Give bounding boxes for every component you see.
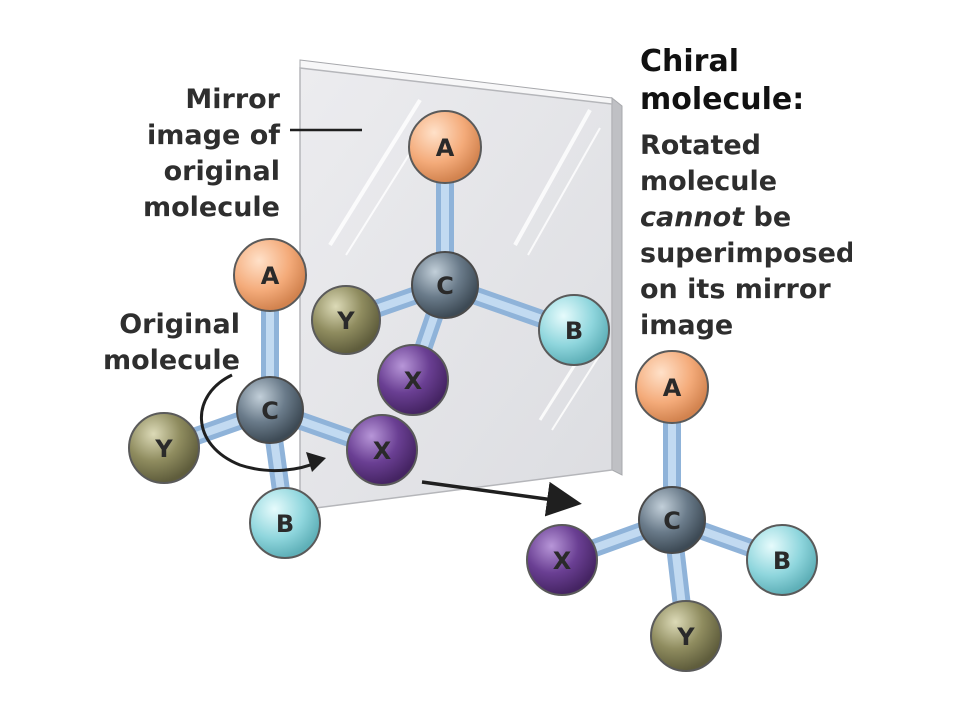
- original-atom-center: C: [236, 376, 304, 444]
- chiral-desc-line: molecule: [640, 166, 778, 197]
- mirror-atom-top: A: [408, 110, 482, 184]
- original-atom-left: Y: [128, 412, 200, 484]
- svg-text:X: X: [373, 437, 392, 465]
- chiral-desc-emphasis: cannot: [640, 202, 745, 233]
- chiral-desc-line: Rotated: [640, 130, 762, 161]
- svg-text:Y: Y: [154, 435, 173, 463]
- mirror-label-line: molecule: [142, 192, 280, 223]
- original-molecule-label: Original molecule: [100, 307, 240, 379]
- original-label-line: Original: [119, 309, 240, 340]
- svg-text:C: C: [663, 507, 681, 535]
- original-molecule: A Y X B C: [128, 238, 418, 559]
- chiral-desc-line: image: [640, 310, 734, 341]
- svg-text:Y: Y: [676, 623, 695, 651]
- original-atom-bottom: B: [249, 487, 321, 559]
- svg-text:X: X: [553, 547, 572, 575]
- svg-text:B: B: [565, 317, 583, 345]
- original-label-line: molecule: [102, 345, 240, 376]
- mirror-label-line: Mirror: [185, 84, 280, 115]
- chiral-title: Chiral molecule:: [640, 43, 804, 119]
- transform-arrow: [421, 480, 582, 517]
- rotated-atom-left: X: [526, 524, 598, 596]
- rotated-atom-top: A: [635, 350, 709, 424]
- mirror-label-line: original: [163, 156, 280, 187]
- svg-text:C: C: [436, 272, 454, 300]
- rotated-atom-right: B: [746, 524, 818, 596]
- mirror-molecule: A Y B X C: [311, 110, 610, 416]
- chiral-desc-line: superimposed: [640, 238, 852, 269]
- svg-text:C: C: [261, 397, 279, 425]
- original-atom-top: A: [233, 238, 307, 312]
- chiral-desc-line: cannot be: [640, 200, 852, 236]
- mirror-atom-left: Y: [311, 285, 381, 355]
- mirror-atom-bottom: X: [377, 344, 449, 416]
- mirror-label-line: image of: [147, 120, 280, 151]
- mirror-atom-center: C: [411, 251, 479, 319]
- svg-text:Y: Y: [336, 307, 355, 335]
- rotated-atom-bottom: Y: [650, 600, 722, 672]
- chiral-desc-line: on its mirror: [640, 274, 831, 305]
- svg-text:A: A: [436, 134, 455, 162]
- svg-text:A: A: [663, 374, 682, 402]
- chiral-desc-rest: be: [744, 202, 792, 233]
- rotated-atom-center: C: [638, 486, 706, 554]
- svg-text:X: X: [404, 367, 423, 395]
- chiral-title-line: molecule:: [640, 82, 805, 117]
- mirror-image-label: Mirror image of original molecule: [120, 82, 280, 226]
- svg-text:A: A: [261, 262, 280, 290]
- original-atom-right: X: [346, 414, 418, 486]
- svg-text:B: B: [773, 547, 791, 575]
- rotated-molecule: A X B Y C: [526, 350, 818, 672]
- chiral-description: Rotated molecule cannot be superimposed …: [640, 128, 852, 344]
- chiral-title-line: Chiral: [640, 44, 739, 79]
- rotation-arrow: [199, 373, 326, 473]
- svg-text:B: B: [276, 510, 294, 538]
- mirror-atom-right: B: [538, 294, 610, 366]
